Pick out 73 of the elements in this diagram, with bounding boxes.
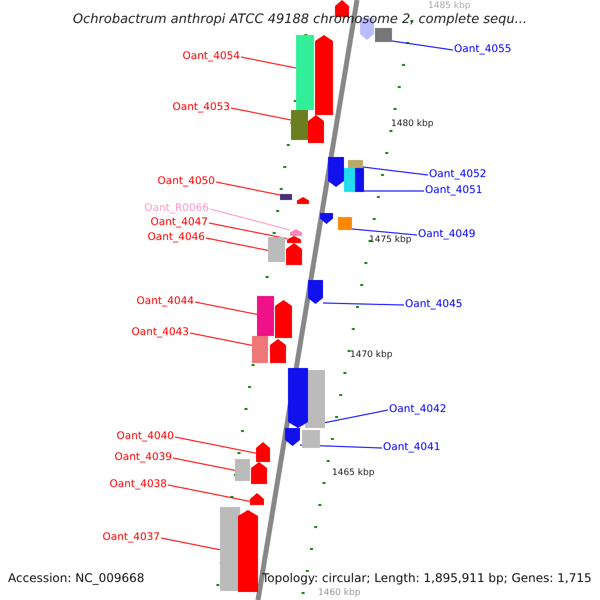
leader-line [206, 238, 268, 251]
gene-label: Oant_4039 [114, 451, 172, 464]
gene-label: Oant_4043 [132, 326, 189, 339]
gene-block [290, 229, 302, 236]
leader-line [240, 56, 296, 68]
scale-label: 1475 kbp [369, 234, 412, 246]
gene-block [280, 194, 292, 200]
leader-line [172, 458, 236, 471]
leader-line [392, 40, 454, 50]
gene-label: Oant_4054 [182, 50, 240, 63]
gene-block [220, 507, 240, 591]
leader-line [210, 208, 290, 230]
gene-block [257, 296, 274, 336]
gene-label: Oant_4049 [418, 228, 476, 241]
leader-line [160, 538, 220, 550]
scale-label: 1465 kbp [332, 467, 374, 479]
gene-block [268, 237, 285, 262]
genome-info-text: Topology: circular; Length: 1,895,911 bp; Genes: 1,715 [262, 571, 592, 586]
gene-block [251, 462, 267, 484]
scale-label: 1480 kbp [391, 118, 434, 130]
gene-block [297, 197, 309, 204]
leader-line [208, 222, 288, 240]
gene-label: Oant_4038 [110, 478, 167, 491]
gene-block [296, 35, 314, 110]
gene-label: Oant_4050 [158, 175, 215, 188]
gene-block [308, 280, 323, 304]
leader-line [216, 182, 280, 196]
gene-block [291, 110, 308, 140]
scale-label: 1485 kbp [428, 0, 470, 12]
gene-label: Oant_4052 [429, 168, 486, 181]
leader-line [194, 302, 258, 315]
gene-block [338, 217, 352, 230]
gene-label: Oant_4047 [150, 216, 208, 229]
leader-line [362, 166, 428, 176]
gene-label: Oant_4037 [102, 531, 160, 544]
gene-label: Oant_4055 [454, 43, 512, 56]
leader-line [190, 332, 252, 346]
gene-label: Oant_4045 [405, 298, 462, 311]
gene-label: Oant_R0066 [144, 202, 209, 215]
gene-block [285, 428, 300, 446]
gene-block [252, 336, 268, 363]
leader-line [230, 108, 292, 120]
leader-line [324, 410, 388, 424]
gene-block [328, 157, 344, 187]
gene-block [355, 168, 364, 192]
diagram-title: Ochrobactrum anthropi ATCC 49188 chromosome 2, complete sequ... [72, 12, 528, 28]
gene-block [375, 28, 392, 42]
gene-block [344, 168, 355, 192]
leader-line [300, 444, 382, 448]
leader-line [352, 228, 418, 236]
gene-label: Oant_4046 [148, 231, 205, 244]
accession-text: Accession: NC_009668 [8, 571, 144, 586]
gene-label: Oant_4044 [136, 295, 194, 308]
scale-label: 1470 kbp [350, 349, 392, 361]
gene-block [320, 213, 333, 224]
gene-block [256, 442, 270, 462]
gene-block [308, 115, 324, 143]
gene-block [238, 510, 258, 592]
gene-label: Oant_4041 [383, 441, 440, 454]
gene-block [270, 339, 286, 363]
gene-label: Oant_4051 [425, 184, 482, 197]
gene-block [250, 493, 264, 505]
scale-label: 1460 kbp [318, 587, 360, 599]
gene-block [302, 430, 320, 448]
leader-line [174, 436, 256, 454]
gene-label: Oant_4042 [389, 403, 446, 416]
gene-label: Oant_4053 [172, 101, 230, 114]
gene-block [235, 459, 250, 481]
leader-line [322, 302, 404, 306]
leader-line [168, 484, 250, 502]
gene-label: Oant_4040 [116, 430, 174, 443]
gene-block [275, 300, 292, 338]
gene-block [348, 160, 363, 168]
